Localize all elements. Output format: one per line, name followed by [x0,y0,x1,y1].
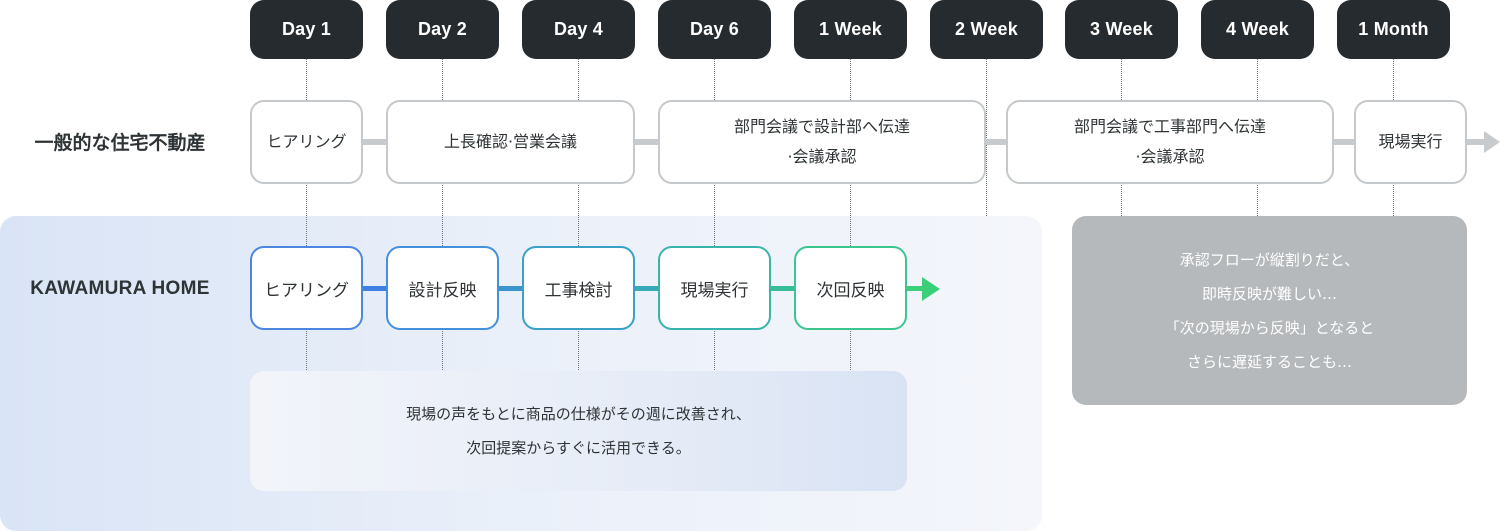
day-pill: Day 2 [386,0,499,59]
general-note-line: 「次の現場から反映」となると [1164,318,1375,337]
kawamura-row-label: KAWAMURA HOME [30,278,210,299]
kawamura-connector [634,286,660,291]
kawamura-arrow-icon [922,277,940,301]
general-track [1466,139,1486,145]
kawamura-step-hearing: ヒアリング [250,246,363,330]
general-track [362,139,388,145]
day-pill: 1 Week [794,0,907,59]
kawamura-step-design: 設計反映 [386,246,499,330]
step-label: 部門会議で工事部門へ伝達 [1073,117,1266,136]
step-label: ·会議承認 [1135,147,1205,166]
general-note-line: さらに遅延することも… [1186,352,1352,371]
kawamura-step-construction-review: 工事検討 [522,246,635,330]
day-pill: 1 Month [1337,0,1450,59]
day-pill: Day 1 [250,0,363,59]
kawamura-note-line: 次回提案からすぐに活用できる。 [466,439,691,457]
day-pill: 4 Week [1201,0,1314,59]
kawamura-connector [362,286,388,291]
day-pill: 2 Week [930,0,1043,59]
kawamura-note-line: 現場の声をもとに商品の仕様がその週に改善され、 [406,405,751,423]
guide-line-2week [986,59,987,216]
guide-line-day6 [714,59,715,370]
general-row-label: 一般的な住宅不動産 [34,132,206,154]
step-label: ·会議承認 [787,147,857,166]
day-pill: 3 Week [1065,0,1178,59]
guide-line-day2 [442,59,443,370]
step-label: 現場実行 [1378,132,1443,151]
general-step-site-execution: 現場実行 [1354,100,1467,184]
day-pill: Day 4 [522,0,635,59]
kawamura-connector [770,286,796,291]
general-step-manager-meeting: 上長確認·営業会議 [386,100,635,184]
general-track [984,139,1008,145]
general-note: 承認フローが縦割りだと、 即時反映が難しい… 「次の現場から反映」となると さら… [1072,216,1467,405]
general-step-design-dept: 部門会議で設計部へ伝達 ·会議承認 [658,100,986,184]
general-track [1332,139,1356,145]
day-pill: Day 6 [658,0,771,59]
kawamura-note: 現場の声をもとに商品の仕様がその週に改善され、 次回提案からすぐに活用できる。 [250,371,907,491]
step-label: ヒアリング [266,132,347,151]
kawamura-step-next-reflection: 次回反映 [794,246,907,330]
general-arrow-icon [1484,131,1500,153]
guide-line-day4 [578,59,579,370]
general-step-hearing: ヒアリング [250,100,363,184]
guide-line-day1 [306,59,307,370]
step-label: 部門会議で設計部へ伝達 [733,117,910,136]
kawamura-step-site-execution: 現場実行 [658,246,771,330]
general-step-construction-dept: 部門会議で工事部門へ伝達 ·会議承認 [1006,100,1334,184]
step-label: 上長確認·営業会議 [443,132,578,151]
kawamura-connector [906,286,924,291]
general-note-line: 即時反映が難しい… [1201,284,1337,303]
general-track [634,139,660,145]
guide-line-1week [850,59,851,370]
general-note-line: 承認フローが縦割りだと、 [1179,250,1360,269]
kawamura-connector [498,286,524,291]
